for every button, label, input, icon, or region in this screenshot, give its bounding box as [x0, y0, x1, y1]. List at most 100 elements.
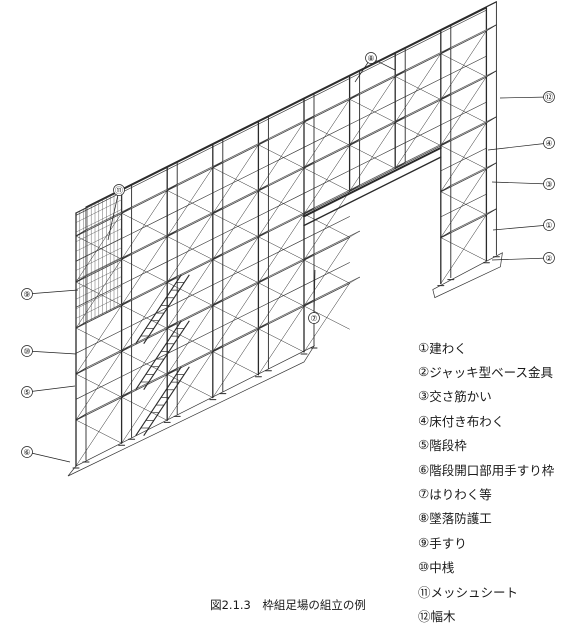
legend-text: 中桟 [429, 560, 455, 576]
transom [303, 115, 315, 123]
mid-rail [394, 124, 442, 148]
legend-text: 床付き布わく [429, 413, 505, 429]
legend-number: ④ [418, 412, 430, 428]
transom [212, 299, 224, 307]
cross-brace [75, 327, 122, 352]
floor-plank [167, 207, 223, 237]
legend-number: ⑦ [418, 486, 430, 502]
floor-plank [440, 70, 497, 100]
mid-rail [121, 215, 168, 239]
floor-plank [167, 253, 223, 283]
mid-rail [258, 193, 305, 217]
cross-brace [121, 304, 168, 329]
transom [75, 413, 87, 421]
callout-number: ⑤ [23, 388, 30, 397]
callout-circle [543, 252, 555, 264]
transom [485, 116, 497, 124]
cross-brace [166, 374, 214, 398]
transom [121, 390, 133, 398]
cross-brace [212, 167, 259, 192]
mid-rail [303, 262, 350, 286]
mid-rail [258, 239, 305, 263]
leader-line [487, 142, 550, 151]
cross-brace [212, 213, 259, 238]
legend-number: ⑫ [418, 608, 431, 624]
transom [303, 253, 315, 261]
cross-brace [166, 190, 214, 214]
floor-plank [75, 344, 132, 375]
callout-number: ③ [545, 180, 552, 189]
cross-brace [440, 237, 487, 262]
transom [349, 184, 361, 192]
transom [303, 161, 315, 169]
mid-rail [349, 101, 396, 125]
cross-brace [212, 305, 259, 330]
transom [303, 207, 315, 215]
floor-plank [303, 276, 360, 307]
mesh-line [75, 199, 122, 223]
mesh-sheet [75, 190, 122, 329]
transom [257, 138, 269, 146]
cross-brace [440, 99, 487, 124]
transom [485, 24, 497, 32]
floor-plank [303, 184, 360, 215]
mid-rail [166, 238, 214, 263]
cross-brace [303, 213, 350, 238]
callout-circle [308, 312, 320, 324]
stair-stringer [135, 366, 182, 436]
base-plates [67, 252, 503, 477]
floor-plank [212, 230, 269, 260]
cross-brace [75, 419, 122, 444]
transom [121, 206, 133, 214]
cross-brace [258, 282, 305, 307]
legend-number: ⑤ [418, 437, 430, 453]
transom [121, 298, 133, 306]
floor-plank [212, 322, 269, 352]
transom [485, 208, 497, 216]
transom [166, 321, 178, 329]
cross-brace [166, 328, 214, 352]
mid-rail [121, 353, 168, 377]
cross-brace [303, 167, 350, 192]
transom [440, 185, 452, 193]
floor-plank [258, 161, 315, 192]
mid-rail [440, 147, 487, 172]
floor-plank [167, 161, 223, 191]
floor-plank [349, 116, 406, 146]
mid-rail [394, 78, 442, 102]
mid-rail [440, 55, 487, 80]
floor-plank [440, 24, 497, 54]
callout-number: ② [545, 254, 552, 263]
floor-plank [395, 139, 451, 169]
transom [485, 70, 497, 78]
transom [212, 253, 224, 261]
legend-number: ③ [418, 388, 430, 404]
mid-rail [303, 124, 350, 148]
transom [303, 299, 315, 307]
legend-number: ② [418, 364, 430, 380]
floor-plank [303, 230, 360, 261]
legend-text: 階段開口部用手すり枠 [429, 462, 555, 478]
mid-rail [166, 284, 214, 309]
top-rail [85, 1, 497, 208]
legend-text: メッシュシート [430, 584, 519, 600]
mid-rail [212, 215, 259, 240]
callout-circle [365, 52, 377, 64]
mid-rail [75, 376, 122, 400]
floor-plank [258, 299, 315, 330]
transom [485, 162, 497, 170]
callout-number: ⑨ [23, 290, 30, 299]
legend-text: 階段枠 [429, 438, 467, 454]
transom [75, 229, 87, 237]
leader-line [491, 257, 550, 261]
mid-rail [440, 9, 487, 34]
callout-circle [21, 345, 33, 357]
legend-number: ⑧ [418, 510, 430, 526]
cross-brace [440, 53, 487, 78]
